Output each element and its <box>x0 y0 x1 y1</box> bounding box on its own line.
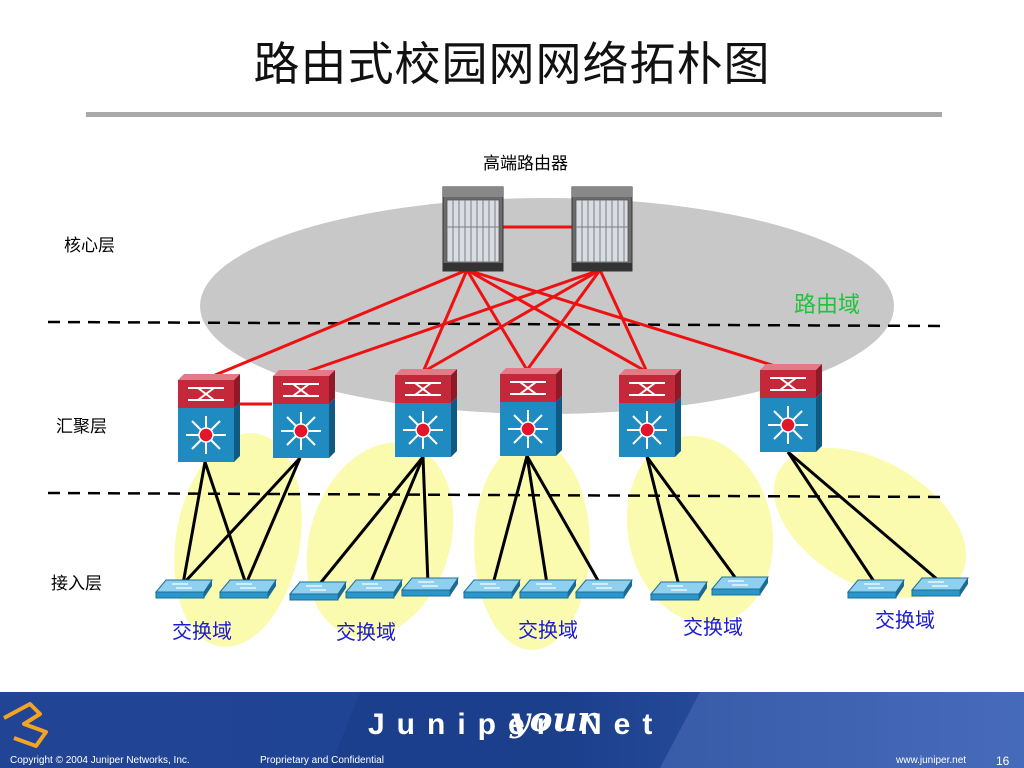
link-r2-a3 <box>422 268 601 374</box>
link-r2-a2 <box>299 268 601 376</box>
access-links <box>181 450 939 587</box>
brand-tagline-your: your <box>510 700 596 740</box>
access-link <box>181 456 302 586</box>
footer-url: www.juniper.net <box>896 755 967 766</box>
access-link <box>316 456 425 587</box>
link-r1-a4 <box>465 269 529 371</box>
routing-domain-label: 路由域 <box>794 293 861 318</box>
access-link <box>786 451 877 584</box>
switch-domain-label-4: 交换域 <box>683 615 743 639</box>
aggregation-switch-3 <box>394 368 458 458</box>
aggregation-layer-label: 汇聚层 <box>56 417 107 437</box>
switch-domain-label-3: 交换域 <box>518 618 578 642</box>
core-router-1 <box>442 186 504 272</box>
access-link <box>525 455 549 585</box>
aggregation-access-separator <box>47 491 943 499</box>
confidential-text: Proprietary and Confidential <box>260 755 384 766</box>
switch-domain-label-1: 交换域 <box>172 619 232 643</box>
access-link <box>645 456 681 587</box>
router-label: 高端路由器 <box>483 154 568 174</box>
access-link <box>525 455 602 585</box>
aggregation-switch-2 <box>272 369 336 459</box>
brand-juniper: Juniper <box>368 708 561 741</box>
link-r1-a1 <box>207 268 468 380</box>
access-link <box>181 461 207 585</box>
title-divider <box>86 112 942 117</box>
core-router-2 <box>571 186 633 272</box>
aggregation-switch-6 <box>759 363 823 453</box>
copyright-text: Copyright © 2004 Juniper Networks, Inc. <box>10 755 190 766</box>
aggregation-switch-5 <box>618 368 682 458</box>
link-r1-a5 <box>466 268 648 374</box>
core-aggregation-separator <box>47 320 943 328</box>
link-r2-a4 <box>525 269 602 371</box>
access-link <box>491 455 529 585</box>
access-link <box>421 456 430 585</box>
access-link <box>787 450 939 582</box>
access-layer-label: 接入层 <box>51 574 102 594</box>
core-routing-ellipse <box>200 198 894 414</box>
aggregation-switch-1 <box>177 373 241 463</box>
access-link <box>203 461 248 585</box>
link-r2-a5 <box>598 269 649 373</box>
core-links <box>205 225 789 406</box>
switch-domain-label-5: 交换域 <box>875 608 935 632</box>
page-title: 路由式校园网网络拓朴图 <box>253 37 771 91</box>
page-number: 16 <box>996 754 1010 768</box>
link-r1-a6 <box>466 268 789 372</box>
access-link <box>368 456 425 585</box>
access-link <box>244 457 302 585</box>
brand-net: Net <box>580 708 665 741</box>
aggregation-switch-4 <box>499 367 563 457</box>
access-link <box>645 456 739 581</box>
network-topology-diagram <box>47 186 969 650</box>
core-layer-label: 核心层 <box>64 236 115 256</box>
juniper-arrow-logo <box>3 702 48 748</box>
footer-banner <box>0 692 1024 768</box>
switch-domain-label-2: 交换域 <box>336 620 396 644</box>
link-r1-a3 <box>421 269 469 373</box>
